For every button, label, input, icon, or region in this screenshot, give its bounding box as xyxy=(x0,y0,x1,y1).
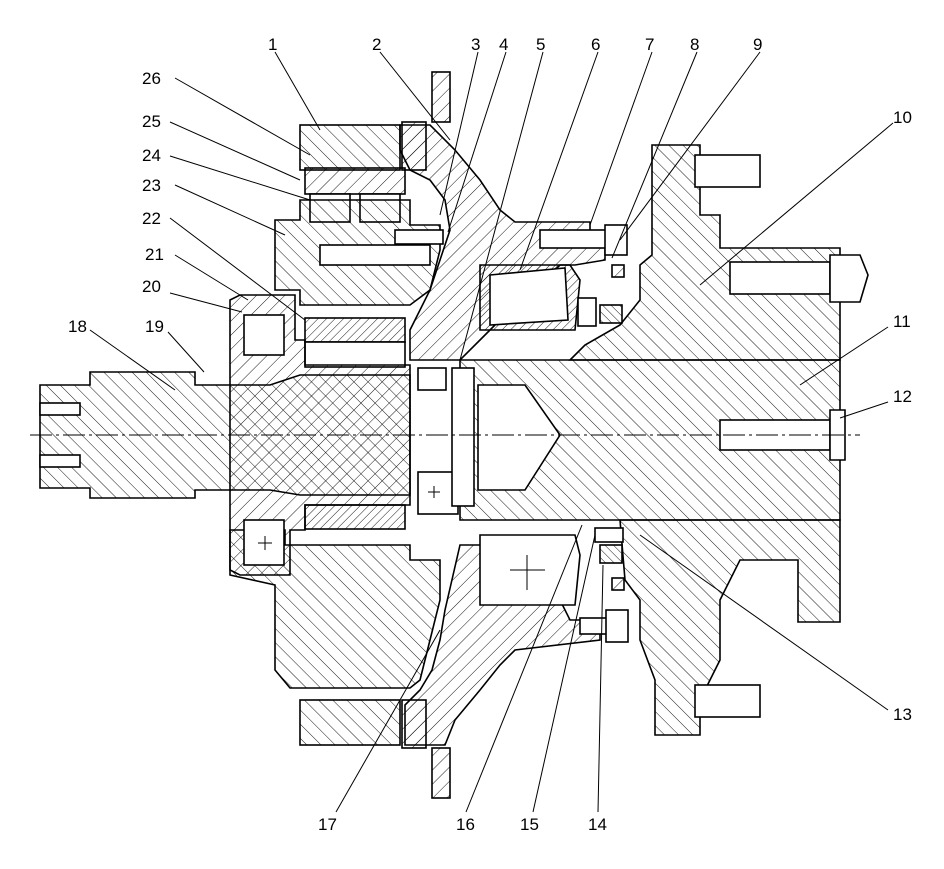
callout-15: 15 xyxy=(520,815,539,834)
ring-gear xyxy=(299,121,427,749)
bearing-cross-symbols xyxy=(258,486,545,590)
callout-20: 20 xyxy=(142,277,161,296)
callout-13: 13 xyxy=(893,705,912,724)
callout-10: 10 xyxy=(893,108,912,127)
bolts xyxy=(394,154,869,718)
callout-2: 2 xyxy=(372,35,381,54)
callout-16: 16 xyxy=(456,815,475,834)
callout-25: 25 xyxy=(142,112,161,131)
callout-12: 12 xyxy=(893,387,912,406)
seal-assembly xyxy=(577,264,625,591)
input-shaft xyxy=(39,371,411,499)
callout-11: 11 xyxy=(893,312,911,331)
callout-3: 3 xyxy=(471,35,480,54)
callout-6: 6 xyxy=(591,35,600,54)
needle-bearing xyxy=(304,317,406,530)
taper-roller-bearing xyxy=(479,264,581,606)
callout-22: 22 xyxy=(142,209,161,228)
callout-23: 23 xyxy=(142,176,161,195)
callout-5: 5 xyxy=(536,35,545,54)
callout-18: 18 xyxy=(68,317,87,336)
callout-8: 8 xyxy=(690,35,699,54)
hub-housing xyxy=(568,144,841,736)
callout-14: 14 xyxy=(588,815,607,834)
callout-7: 7 xyxy=(645,35,654,54)
leader-lines xyxy=(89,51,894,813)
callout-24: 24 xyxy=(142,146,161,165)
callout-labels: 1 2 3 4 5 6 7 8 9 10 11 12 13 14 15 16 1… xyxy=(68,35,912,834)
callout-17: 17 xyxy=(318,815,337,834)
callout-21: 21 xyxy=(145,245,164,264)
callout-9: 9 xyxy=(753,35,762,54)
callout-1: 1 xyxy=(268,35,277,54)
planet-pin xyxy=(319,244,431,266)
callout-26: 26 xyxy=(142,69,161,88)
callout-4: 4 xyxy=(499,35,508,54)
main-shaft xyxy=(459,359,846,521)
callout-19: 19 xyxy=(145,317,164,336)
